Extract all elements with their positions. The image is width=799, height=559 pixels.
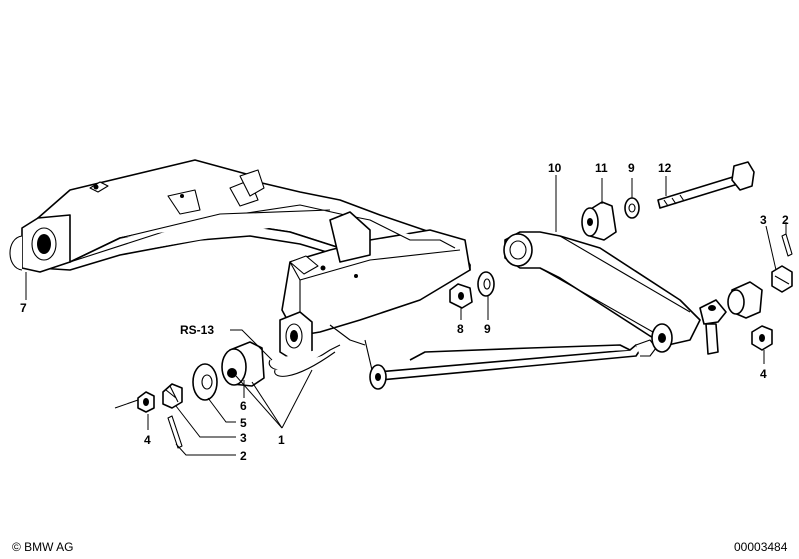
- copyright-label: © BMW AG: [12, 540, 74, 554]
- callout-5: 5: [240, 416, 247, 430]
- castle-nut-3-right: [771, 265, 793, 293]
- cotter-pin-2-right: [781, 233, 793, 257]
- callout-12: 12: [658, 161, 672, 175]
- callout-8: 8: [457, 322, 464, 336]
- callout-7: 7: [20, 301, 27, 315]
- callout-4-right: 4: [760, 367, 767, 381]
- callout-2-right: 2: [782, 213, 789, 227]
- callout-11: 11: [595, 161, 608, 175]
- cotter-pin-2-left: [167, 415, 183, 449]
- washer-9-top: [624, 197, 640, 219]
- callout-6: 6: [240, 399, 247, 413]
- callout-2-left: 2: [240, 449, 247, 463]
- leader-lines: [25, 175, 787, 456]
- callouts: RS-13 1 2 3 4 5 6 7 8 9 10 11 9 12 3 2 4: [20, 161, 789, 463]
- tension-strut-rod: [364, 339, 657, 390]
- bushing-right: [727, 281, 763, 319]
- callout-1: 1: [278, 433, 285, 447]
- hex-nut-4-right: [751, 325, 773, 351]
- washer-9-mid: [477, 271, 495, 297]
- callout-3-right: 3: [760, 213, 767, 227]
- washer-5: [192, 363, 218, 401]
- track-control-arm-10: [503, 231, 727, 355]
- hex-nut-4-left: [137, 391, 155, 413]
- callout-10: 10: [548, 161, 562, 175]
- bolt-12: [657, 161, 755, 209]
- castle-nut-3-left: [162, 383, 183, 409]
- callout-9-mid: 9: [484, 322, 491, 336]
- callout-3-left: 3: [240, 431, 247, 445]
- callout-rs13: RS-13: [180, 323, 214, 337]
- rubber-bushing-6: [221, 341, 265, 387]
- bushing-11: [581, 201, 617, 241]
- lower-control-arm-left: [268, 211, 471, 377]
- nut-8: [449, 283, 473, 309]
- callout-9-top: 9: [628, 161, 635, 175]
- callout-4-left: 4: [144, 433, 151, 447]
- part-number-label: 00003484: [734, 540, 788, 554]
